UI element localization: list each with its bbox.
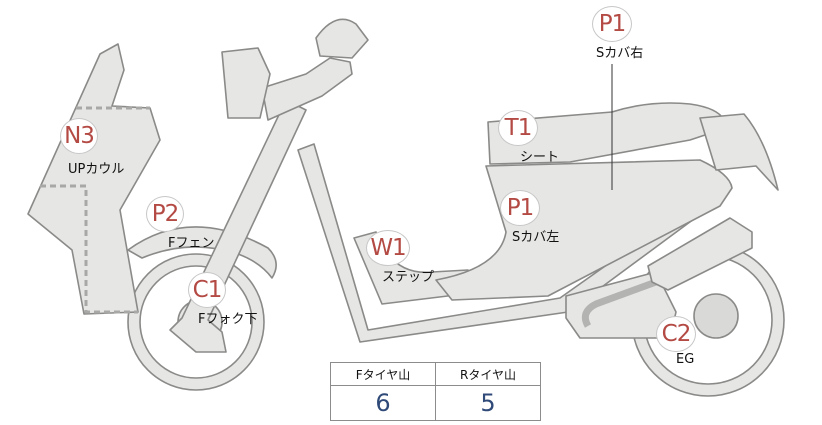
part-label-front-fork: Fフォク下 — [198, 312, 258, 327]
part-code-step: W1 — [366, 230, 410, 266]
part-label-front-fender: Fフェン — [168, 236, 215, 251]
rear-hub — [693, 293, 739, 339]
part-code-upper-cowl: N3 — [60, 118, 98, 154]
steering-column-shape — [261, 57, 353, 121]
rear-tread-header: Rタイヤ山 — [435, 362, 541, 386]
part-label-upper-cowl: UPカウル — [68, 162, 125, 177]
front-tread-value: 6 — [330, 385, 436, 421]
part-code-side-cover-left: P1 — [500, 190, 540, 226]
tire-tread-table: Fタイヤ山 Rタイヤ山 6 5 — [330, 362, 541, 421]
headlight-shape — [221, 47, 271, 119]
cowl-seam-dashed — [40, 106, 150, 314]
handlebar-shape — [315, 18, 369, 59]
engine-belt — [581, 278, 658, 328]
part-label-step: ステップ — [382, 270, 435, 285]
front-cowl-shape — [27, 43, 161, 315]
part-code-engine: C2 — [656, 316, 696, 352]
muffler-shape — [647, 217, 753, 291]
tail-shape — [699, 113, 779, 191]
front-tread-header: Fタイヤ山 — [330, 362, 436, 386]
part-label-side-cover-left: Sカバ左 — [512, 230, 560, 245]
part-code-seat: T1 — [498, 110, 538, 146]
part-code-front-fork: C1 — [188, 272, 226, 308]
rear-tread-value: 5 — [435, 385, 541, 421]
part-label-engine: EG — [676, 352, 695, 367]
part-code-front-fender: P2 — [146, 196, 184, 232]
part-label-side-cover-right: Sカバ右 — [596, 46, 644, 61]
part-label-seat: シート — [520, 150, 560, 165]
part-code-side-cover-right: P1 — [592, 6, 632, 42]
